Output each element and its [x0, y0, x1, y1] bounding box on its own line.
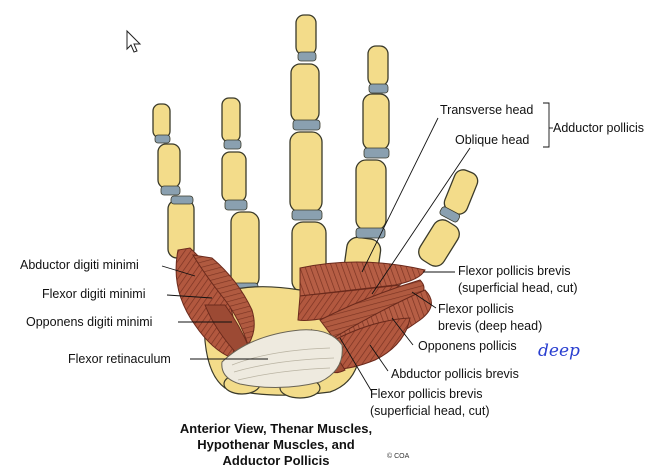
annotation-deep: deep [538, 341, 580, 361]
label-abductor-pollicis-brevis: Abductor pollicis brevis [391, 367, 519, 381]
label-oblique-head: Oblique head [455, 133, 529, 147]
labels: Transverse head Oblique head Adductor po… [20, 103, 644, 418]
label-flexor-digiti-minimi: Flexor digiti minimi [42, 287, 146, 301]
label-adductor-pollicis: Adductor pollicis [553, 121, 644, 135]
adductor-pollicis-transverse [299, 261, 426, 297]
little-finger [152, 103, 195, 259]
label-flexor-retinaculum: Flexor retinaculum [68, 352, 171, 366]
label-fpb-deep-2: brevis (deep head) [438, 319, 542, 333]
abductor-pollicis-brevis-muscle [324, 317, 411, 370]
retinaculum-fibers [231, 347, 335, 381]
label-fpb-superficial-2: (superficial head, cut) [458, 281, 578, 295]
copyright-mark: © COA [387, 452, 410, 460]
leader-lines [161, 102, 553, 393]
muscles [175, 247, 432, 374]
flexor-retinaculum [221, 329, 343, 389]
caption-line-2: Hypothenar Muscles, and [197, 437, 355, 452]
caption-line-3: Adductor Pollicis [223, 453, 330, 466]
label-fpb-deep-1: Flexor pollicis [438, 302, 514, 316]
caption-line-1: Anterior View, Thenar Muscles, [180, 421, 372, 436]
label-transverse-head: Transverse head [440, 103, 533, 117]
joint-cartilage [154, 51, 461, 292]
label-fpb-superficial-1: Flexor pollicis brevis [458, 264, 571, 278]
label-fpb-lower-1: Flexor pollicis brevis [370, 387, 483, 401]
label-opponens-pollicis: Opponens pollicis [418, 339, 517, 353]
label-opponens-digiti-minimi: Opponens digiti minimi [26, 315, 152, 329]
label-abductor-digiti-minimi: Abductor digiti minimi [20, 258, 139, 272]
ring-finger [221, 97, 260, 289]
cursor-arrow-icon [126, 29, 142, 53]
caption: Anterior View, Thenar Muscles, Hypothena… [180, 421, 372, 466]
label-fpb-lower-2: (superficial head, cut) [370, 404, 490, 418]
